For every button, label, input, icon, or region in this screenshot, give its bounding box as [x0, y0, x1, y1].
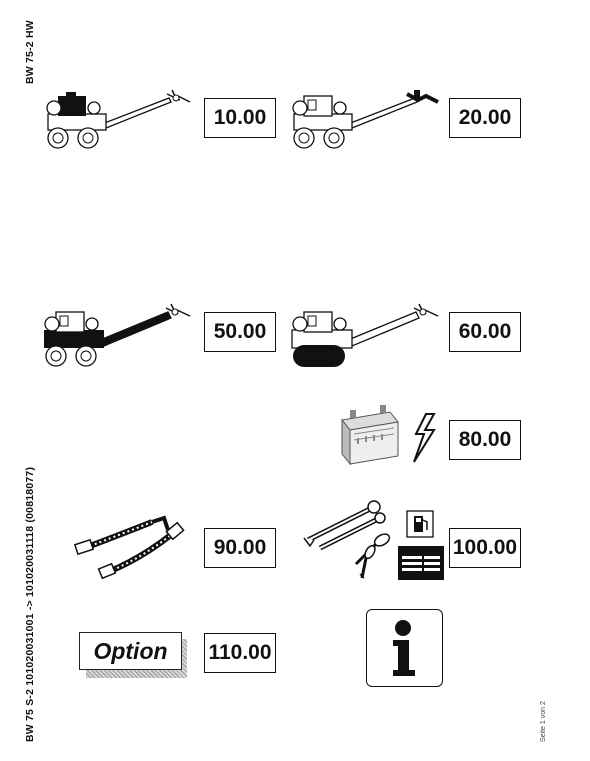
roller-drums-figure[interactable]: [288, 298, 443, 368]
roller-frame-figure[interactable]: [40, 298, 195, 368]
serial-range-label: BW 75 S-2 101020031001 -> 101020031118 (…: [24, 466, 36, 742]
model-label: BW 75-2 HW: [24, 20, 36, 84]
section-number-60[interactable]: 60.00: [449, 312, 521, 352]
page-counter: Seite 1 von 2: [540, 701, 547, 742]
section-number-90[interactable]: 90.00: [204, 528, 276, 568]
section-number-80[interactable]: 80.00: [449, 420, 521, 460]
option-label[interactable]: Option: [79, 632, 182, 670]
battery-icon[interactable]: [336, 398, 402, 468]
section-number-20[interactable]: 20.00: [449, 98, 521, 138]
key-icon: [354, 533, 391, 579]
type-plate-icon: [398, 546, 444, 580]
fuel-pump-icon: [406, 510, 434, 538]
section-number-50[interactable]: 50.00: [204, 312, 276, 352]
section-number-10[interactable]: 10.00: [204, 98, 276, 138]
info-icon[interactable]: [366, 609, 443, 687]
roller-handle-figure[interactable]: [290, 84, 440, 150]
section-number-100[interactable]: 100.00: [449, 528, 521, 568]
roller-engine-figure[interactable]: [44, 84, 194, 150]
hydraulic-hoses-figure[interactable]: [72, 500, 196, 584]
wrench-icon: [303, 500, 386, 551]
lightning-icon: [413, 413, 436, 463]
section-number-110[interactable]: 110.00: [204, 633, 276, 673]
